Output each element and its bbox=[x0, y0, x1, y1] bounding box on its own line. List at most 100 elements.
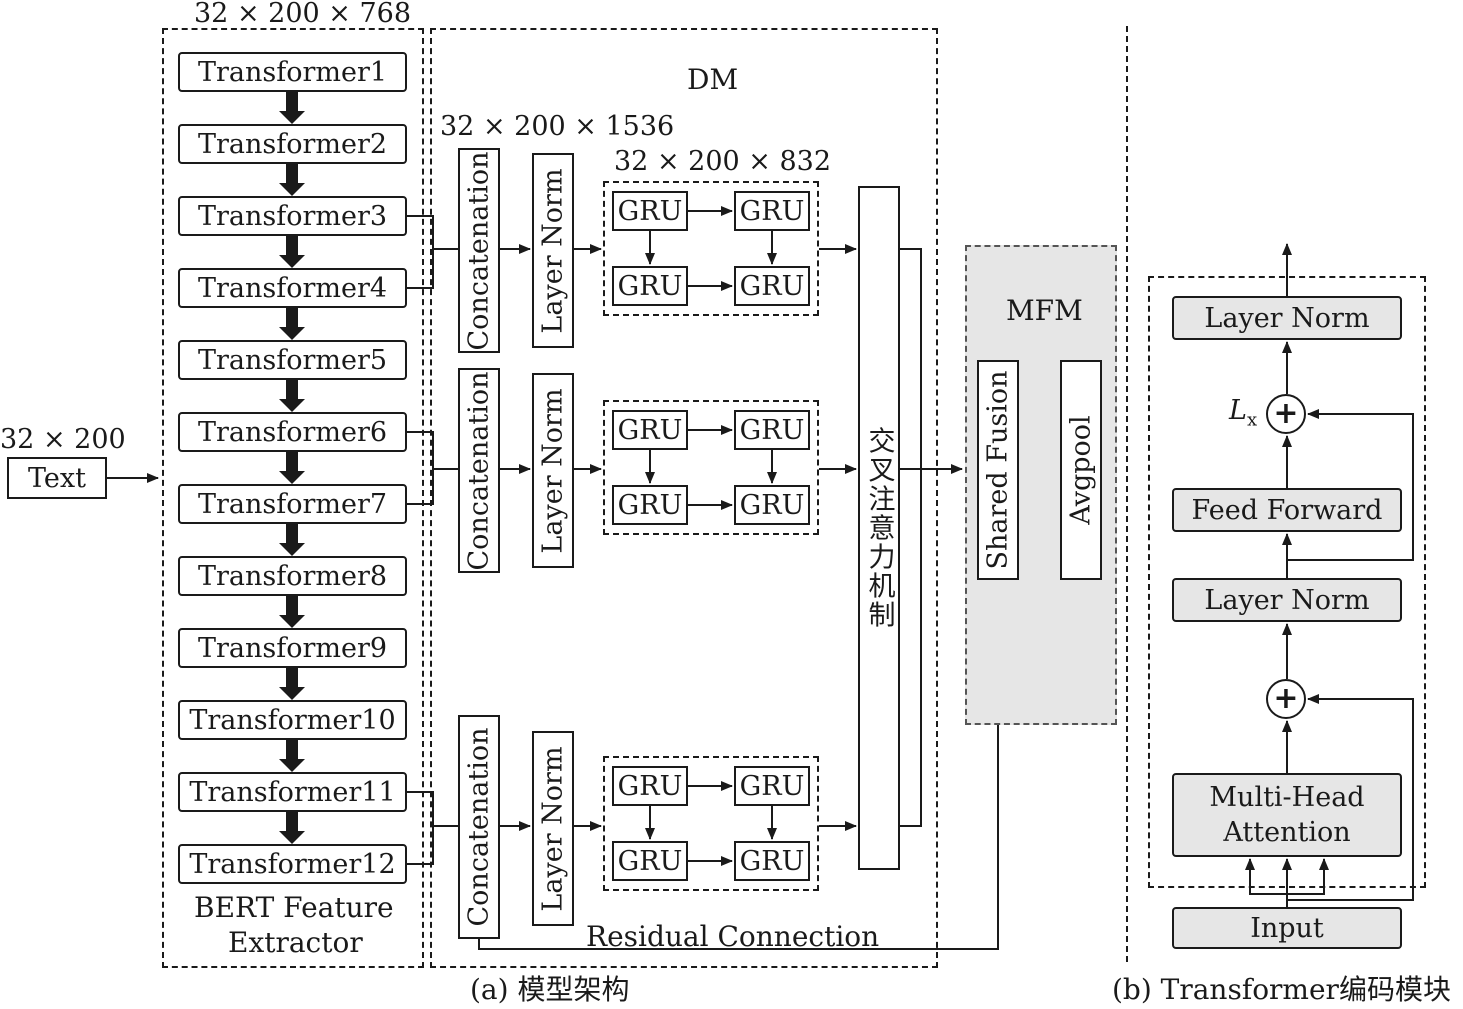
bert-flow-arrow bbox=[279, 740, 305, 772]
bert-transformer-layer: Transformer9 bbox=[178, 628, 407, 668]
bert-flow-arrow bbox=[279, 164, 305, 196]
bert-transformer-layer: Transformer7 bbox=[178, 484, 407, 524]
transformer-block-border bbox=[1148, 276, 1426, 888]
caption-b: (b) Transformer编码模块 bbox=[1112, 973, 1451, 1006]
gru-cell: GRU bbox=[734, 841, 810, 881]
gru-label: GRU bbox=[739, 489, 805, 521]
concatenation-box: Concatenation bbox=[458, 368, 500, 573]
input-dims-label: 32 × 200 bbox=[0, 424, 126, 455]
layer-norm-box: Layer Norm bbox=[532, 731, 574, 926]
concatenation-box-label: Concatenation bbox=[463, 151, 495, 350]
bert-transformer-layer: Transformer3 bbox=[178, 196, 407, 236]
add-icon-top: + bbox=[1266, 394, 1306, 434]
bert-transformer-layer: Transformer12 bbox=[178, 844, 407, 884]
concatenation-box: Concatenation bbox=[458, 715, 500, 939]
block-layer-norm-mid-label: Layer Norm bbox=[1204, 584, 1370, 616]
residual-connection-line bbox=[478, 582, 1003, 950]
gru-cell: GRU bbox=[734, 766, 810, 806]
gru-group-border bbox=[603, 181, 819, 316]
residual-connection-label: Residual Connection bbox=[586, 920, 880, 953]
gru-cell: GRU bbox=[612, 266, 688, 306]
gru-cell: GRU bbox=[612, 766, 688, 806]
concatenation-box-label: Concatenation bbox=[463, 727, 495, 927]
block-input-box: Input bbox=[1172, 907, 1402, 949]
bert-flow-arrow bbox=[279, 452, 305, 484]
gru-label: GRU bbox=[739, 414, 805, 446]
text-input-box: Text bbox=[7, 457, 107, 499]
bert-transformer-layer: Transformer1 bbox=[178, 52, 407, 92]
bert-layer-label: Transformer7 bbox=[197, 488, 388, 520]
bert-transformer-layer: Transformer11 bbox=[178, 772, 407, 812]
bert-transformer-layer: Transformer2 bbox=[178, 124, 407, 164]
add-icon-bottom: + bbox=[1266, 679, 1306, 719]
gru-label: GRU bbox=[617, 489, 683, 521]
bert-transformer-layer: Transformer6 bbox=[178, 412, 407, 452]
shared-fusion-label: Shared Fusion bbox=[982, 370, 1014, 570]
gru-cell: GRU bbox=[612, 410, 688, 450]
bert-flow-arrow bbox=[279, 380, 305, 412]
bert-flow-arrow bbox=[279, 668, 305, 700]
bert-layer-label: Transformer12 bbox=[189, 848, 396, 880]
bert-layer-label: Transformer3 bbox=[197, 200, 388, 232]
gru-cell: GRU bbox=[734, 266, 810, 306]
gru-cell: GRU bbox=[734, 485, 810, 525]
feed-forward-label: Feed Forward bbox=[1191, 494, 1383, 526]
mha-input-arrow bbox=[1287, 858, 1329, 895]
bert-flow-arrow bbox=[279, 812, 305, 844]
gru-cell: GRU bbox=[612, 841, 688, 881]
bert-flow-arrow bbox=[279, 236, 305, 268]
gru-label: GRU bbox=[739, 270, 805, 302]
bert-flow-arrow bbox=[279, 92, 305, 124]
bert-transformer-layer: Transformer4 bbox=[178, 268, 407, 308]
gru-dims-label: 32 × 200 × 832 bbox=[614, 146, 832, 177]
layer-norm-box-label: Layer Norm bbox=[537, 167, 569, 334]
cross-attention-box: 交叉注意力机制 bbox=[858, 186, 900, 870]
gru-label: GRU bbox=[617, 414, 683, 446]
layer-norm-box-label: Layer Norm bbox=[537, 745, 569, 912]
bert-caption-line2: Extractor bbox=[228, 926, 363, 959]
gru-label: GRU bbox=[739, 845, 805, 877]
bert-layer-label: Transformer2 bbox=[197, 128, 388, 160]
bert-flow-arrow bbox=[279, 524, 305, 556]
avgpool-label: Avgpool bbox=[1065, 415, 1097, 525]
bert-layer-label: Transformer10 bbox=[189, 704, 396, 736]
gru-label: GRU bbox=[739, 195, 805, 227]
block-layer-norm-mid: Layer Norm bbox=[1172, 578, 1402, 622]
gru-label: GRU bbox=[617, 270, 683, 302]
dm-group-border bbox=[430, 28, 938, 968]
mha-line2: Attention bbox=[1223, 817, 1351, 848]
bert-transformer-layer: Transformer10 bbox=[178, 700, 407, 740]
block-layer-norm-top-label: Layer Norm bbox=[1204, 302, 1370, 334]
bert-flow-arrow bbox=[279, 596, 305, 628]
shared-fusion-box: Shared Fusion bbox=[977, 360, 1019, 580]
concatenation-box: Concatenation bbox=[458, 148, 500, 353]
bert-layer-label: Transformer4 bbox=[197, 272, 388, 304]
bert-group-border bbox=[162, 28, 424, 968]
bert-transformer-layer: Transformer8 bbox=[178, 556, 407, 596]
gru-label: GRU bbox=[739, 770, 805, 802]
bert-layer-label: Transformer6 bbox=[197, 416, 388, 448]
mha-line1: Multi-Head bbox=[1209, 781, 1365, 813]
layer-norm-box: Layer Norm bbox=[532, 153, 574, 348]
block-layer-norm-top: Layer Norm bbox=[1172, 296, 1402, 340]
multi-head-attention-box: Multi-Head Attention bbox=[1172, 773, 1402, 857]
bert-layer-label: Transformer8 bbox=[197, 560, 388, 592]
feed-forward-box: Feed Forward bbox=[1172, 488, 1402, 532]
concat-dims-label: 32 × 200 × 1536 bbox=[440, 111, 675, 142]
bert-layer-label: Transformer1 bbox=[197, 56, 388, 88]
bert-dims-label: 32 × 200 × 768 bbox=[194, 0, 412, 29]
cross-attention-bracket bbox=[900, 248, 922, 827]
block-residual-bottom bbox=[1287, 694, 1414, 901]
bert-caption-line1: BERT Feature bbox=[194, 891, 394, 924]
cross-attention-label: 交叉注意力机制 bbox=[863, 426, 895, 630]
lx-label: Lx bbox=[1229, 397, 1257, 429]
gru-cell: GRU bbox=[734, 191, 810, 231]
bert-transformer-layer: Transformer5 bbox=[178, 340, 407, 380]
dm-title: DM bbox=[687, 63, 739, 96]
section-divider bbox=[1126, 26, 1128, 962]
gru-cell: GRU bbox=[612, 191, 688, 231]
bert-pair-bracket bbox=[407, 215, 434, 289]
bert-flow-arrow bbox=[279, 308, 305, 340]
block-input-label: Input bbox=[1250, 912, 1324, 944]
